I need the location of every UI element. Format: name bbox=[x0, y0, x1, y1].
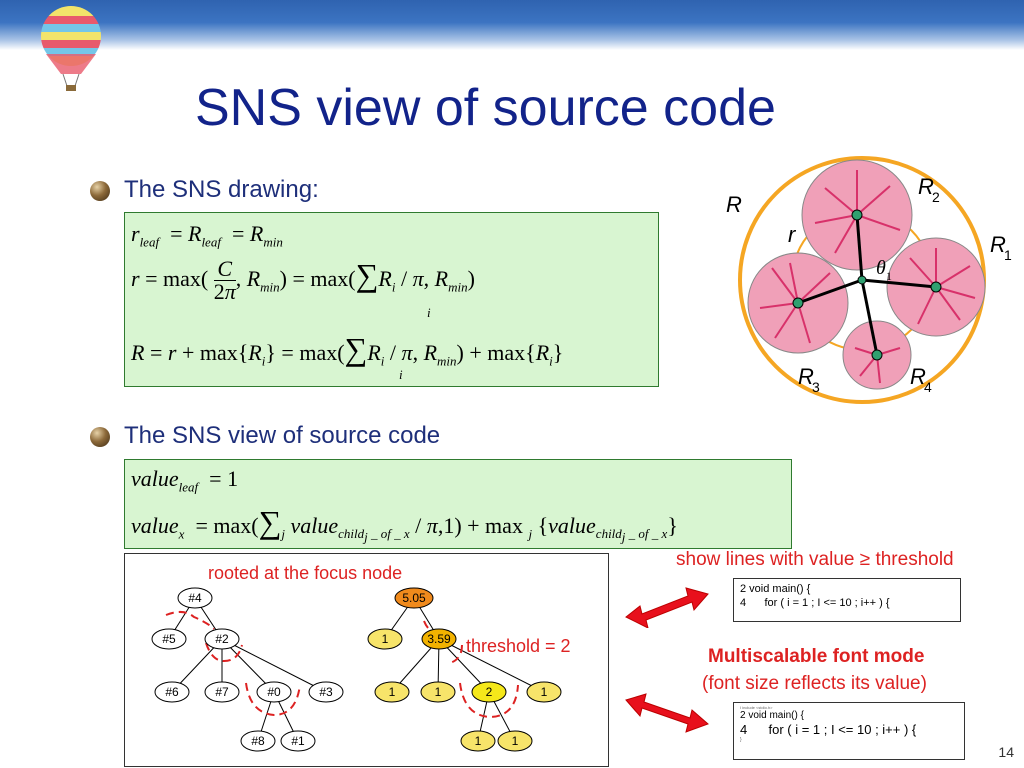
equation-outer-radius: R = r + max{Ri} = max(∑Ri / π, Rmin) + m… bbox=[131, 331, 564, 382]
label-R3-sub: 3 bbox=[812, 379, 820, 395]
equation-leaf-value: valueleaf = 1 bbox=[131, 466, 239, 495]
tree-node-label: #3 bbox=[319, 685, 333, 699]
code-line-large: 4 for ( i = 1 ; I <= 10 ; i++ ) { bbox=[740, 722, 958, 737]
label-R4: R bbox=[910, 364, 926, 389]
equation-leaf-radius: rleaf = Rleaf = Rmin bbox=[131, 221, 283, 250]
label-R: R bbox=[726, 192, 742, 217]
tree-node: 3.59 bbox=[421, 628, 457, 650]
tree-node: #6 bbox=[154, 681, 190, 703]
left-tree-edges bbox=[168, 597, 327, 742]
drawing-equations-box: rleaf = Rleaf = Rmin r = max( C 2π , Rmi… bbox=[124, 212, 659, 387]
tree-node: #0 bbox=[256, 681, 292, 703]
equation-node-value: valuex = max(∑j valuechildj _ of _ x / π… bbox=[131, 504, 678, 545]
code-tiny-line: } bbox=[740, 737, 742, 743]
tree-node-label: 1 bbox=[382, 632, 389, 646]
code-line-text: for ( i = 1 ; I <= 10 ; i++ ) { bbox=[768, 722, 917, 737]
tree-node-label: #7 bbox=[215, 685, 229, 699]
label-r: r bbox=[788, 222, 797, 247]
tree-node-label: #0 bbox=[267, 685, 281, 699]
font-mode-label: Multiscalable font mode bbox=[708, 646, 925, 667]
code-line-number: 4 bbox=[740, 722, 748, 737]
trees-svg: #4 #5 #2 #6 #7 #0 #3 #8 #1 5.05 1 3.59 1… bbox=[151, 587, 562, 752]
tree-node-label: #8 bbox=[251, 734, 265, 748]
bullet-text-drawing: The SNS drawing: bbox=[124, 176, 319, 203]
code-line: 2 void main() { bbox=[740, 583, 811, 595]
value-equations-box: valueleaf = 1 valuex = max(∑j valuechild… bbox=[124, 459, 792, 549]
balloon-logo bbox=[41, 6, 101, 91]
left-tree-dashed-paths bbox=[165, 611, 301, 717]
label-R4-sub: 4 bbox=[924, 379, 932, 395]
node-dots bbox=[792, 209, 942, 361]
tree-node: #8 bbox=[240, 730, 276, 752]
equation-inner-radius: r = max( C 2π , Rmin) = max(∑Ri / π, Rmi… bbox=[131, 256, 475, 320]
tree-caption: rooted at the focus node bbox=[208, 563, 403, 583]
slide-title: SNS view of source code bbox=[195, 79, 776, 137]
double-arrow-bottom-icon bbox=[625, 693, 709, 733]
tree-node: #5 bbox=[151, 628, 187, 650]
tree-node-label: 3.59 bbox=[427, 632, 451, 646]
code-snippet-lines: 2 void main() { 4 for ( i = 1 ; I <= 10 … bbox=[733, 578, 961, 622]
tree-node-label: #2 bbox=[215, 632, 229, 646]
tree-node-label: 1 bbox=[512, 734, 519, 748]
tree-node: 5.05 bbox=[394, 587, 434, 609]
connector-lines bbox=[797, 214, 937, 356]
tree-node-label: 1 bbox=[541, 685, 548, 699]
tree-node: #7 bbox=[204, 681, 240, 703]
slide-number: 14 bbox=[998, 744, 1014, 760]
label-theta-sub: 1 bbox=[886, 269, 892, 283]
bullet-icon bbox=[90, 427, 110, 447]
tree-node-label: 5.05 bbox=[402, 591, 426, 605]
tree-node: #3 bbox=[308, 681, 344, 703]
tree-node: 1 bbox=[374, 681, 410, 703]
label-R3: R bbox=[798, 364, 814, 389]
code-line: 4 for ( i = 1 ; I <= 10 ; i++ ) { bbox=[740, 597, 890, 609]
tree-node: #2 bbox=[204, 628, 240, 650]
tree-node-label: 1 bbox=[475, 734, 482, 748]
code-snippet-multiscale: I include <stdio.h> 2 void main() { 4 fo… bbox=[733, 702, 965, 760]
lines-threshold-label: show lines with value ≥ threshold bbox=[676, 549, 954, 570]
font-mode-sub-label: (font size reflects its value) bbox=[702, 673, 927, 694]
tree-node: #4 bbox=[177, 587, 213, 609]
label-theta: θ bbox=[876, 257, 886, 279]
bullet-icon bbox=[90, 181, 110, 201]
star-lines bbox=[759, 170, 976, 384]
right-tree-edges bbox=[384, 597, 545, 742]
tree-node-label: #4 bbox=[188, 591, 202, 605]
code-tiny-line: I include <stdio.h> bbox=[740, 705, 773, 710]
label-R1: R bbox=[990, 232, 1006, 257]
tree-node: 1 bbox=[420, 681, 456, 703]
label-R2: R bbox=[918, 174, 934, 199]
bullet-text-source-view: The SNS view of source code bbox=[124, 422, 441, 449]
tree-node-label: 1 bbox=[389, 685, 396, 699]
sns-circle-diagram: R r R 2 R 1 R 3 R 4 θ 1 bbox=[726, 156, 1012, 404]
label-R1-sub: 1 bbox=[1004, 247, 1012, 263]
tree-node-label: #6 bbox=[165, 685, 179, 699]
tree-node: 1 bbox=[526, 681, 562, 703]
tree-node: 2 bbox=[471, 681, 507, 703]
tree-node-label: #5 bbox=[162, 632, 176, 646]
threshold-label: threshold = 2 bbox=[466, 636, 571, 656]
tree-node: #1 bbox=[280, 730, 316, 752]
right-tree-nodes: 5.05 1 3.59 1 1 2 1 1 1 bbox=[367, 587, 562, 752]
tree-node: 1 bbox=[460, 730, 496, 752]
double-arrow-top-icon bbox=[625, 587, 709, 628]
tree-node-label: #1 bbox=[291, 734, 305, 748]
tree-panel bbox=[124, 553, 609, 767]
code-line: 2 void main() { bbox=[740, 710, 804, 721]
tree-node: 1 bbox=[367, 628, 403, 650]
tree-node: 1 bbox=[497, 730, 533, 752]
left-tree-nodes: #4 #5 #2 #6 #7 #0 #3 #8 #1 bbox=[151, 587, 344, 752]
top-banner bbox=[0, 0, 1024, 50]
label-R2-sub: 2 bbox=[932, 189, 940, 205]
tree-node-label: 1 bbox=[435, 685, 442, 699]
tree-node-label: 2 bbox=[486, 685, 493, 699]
